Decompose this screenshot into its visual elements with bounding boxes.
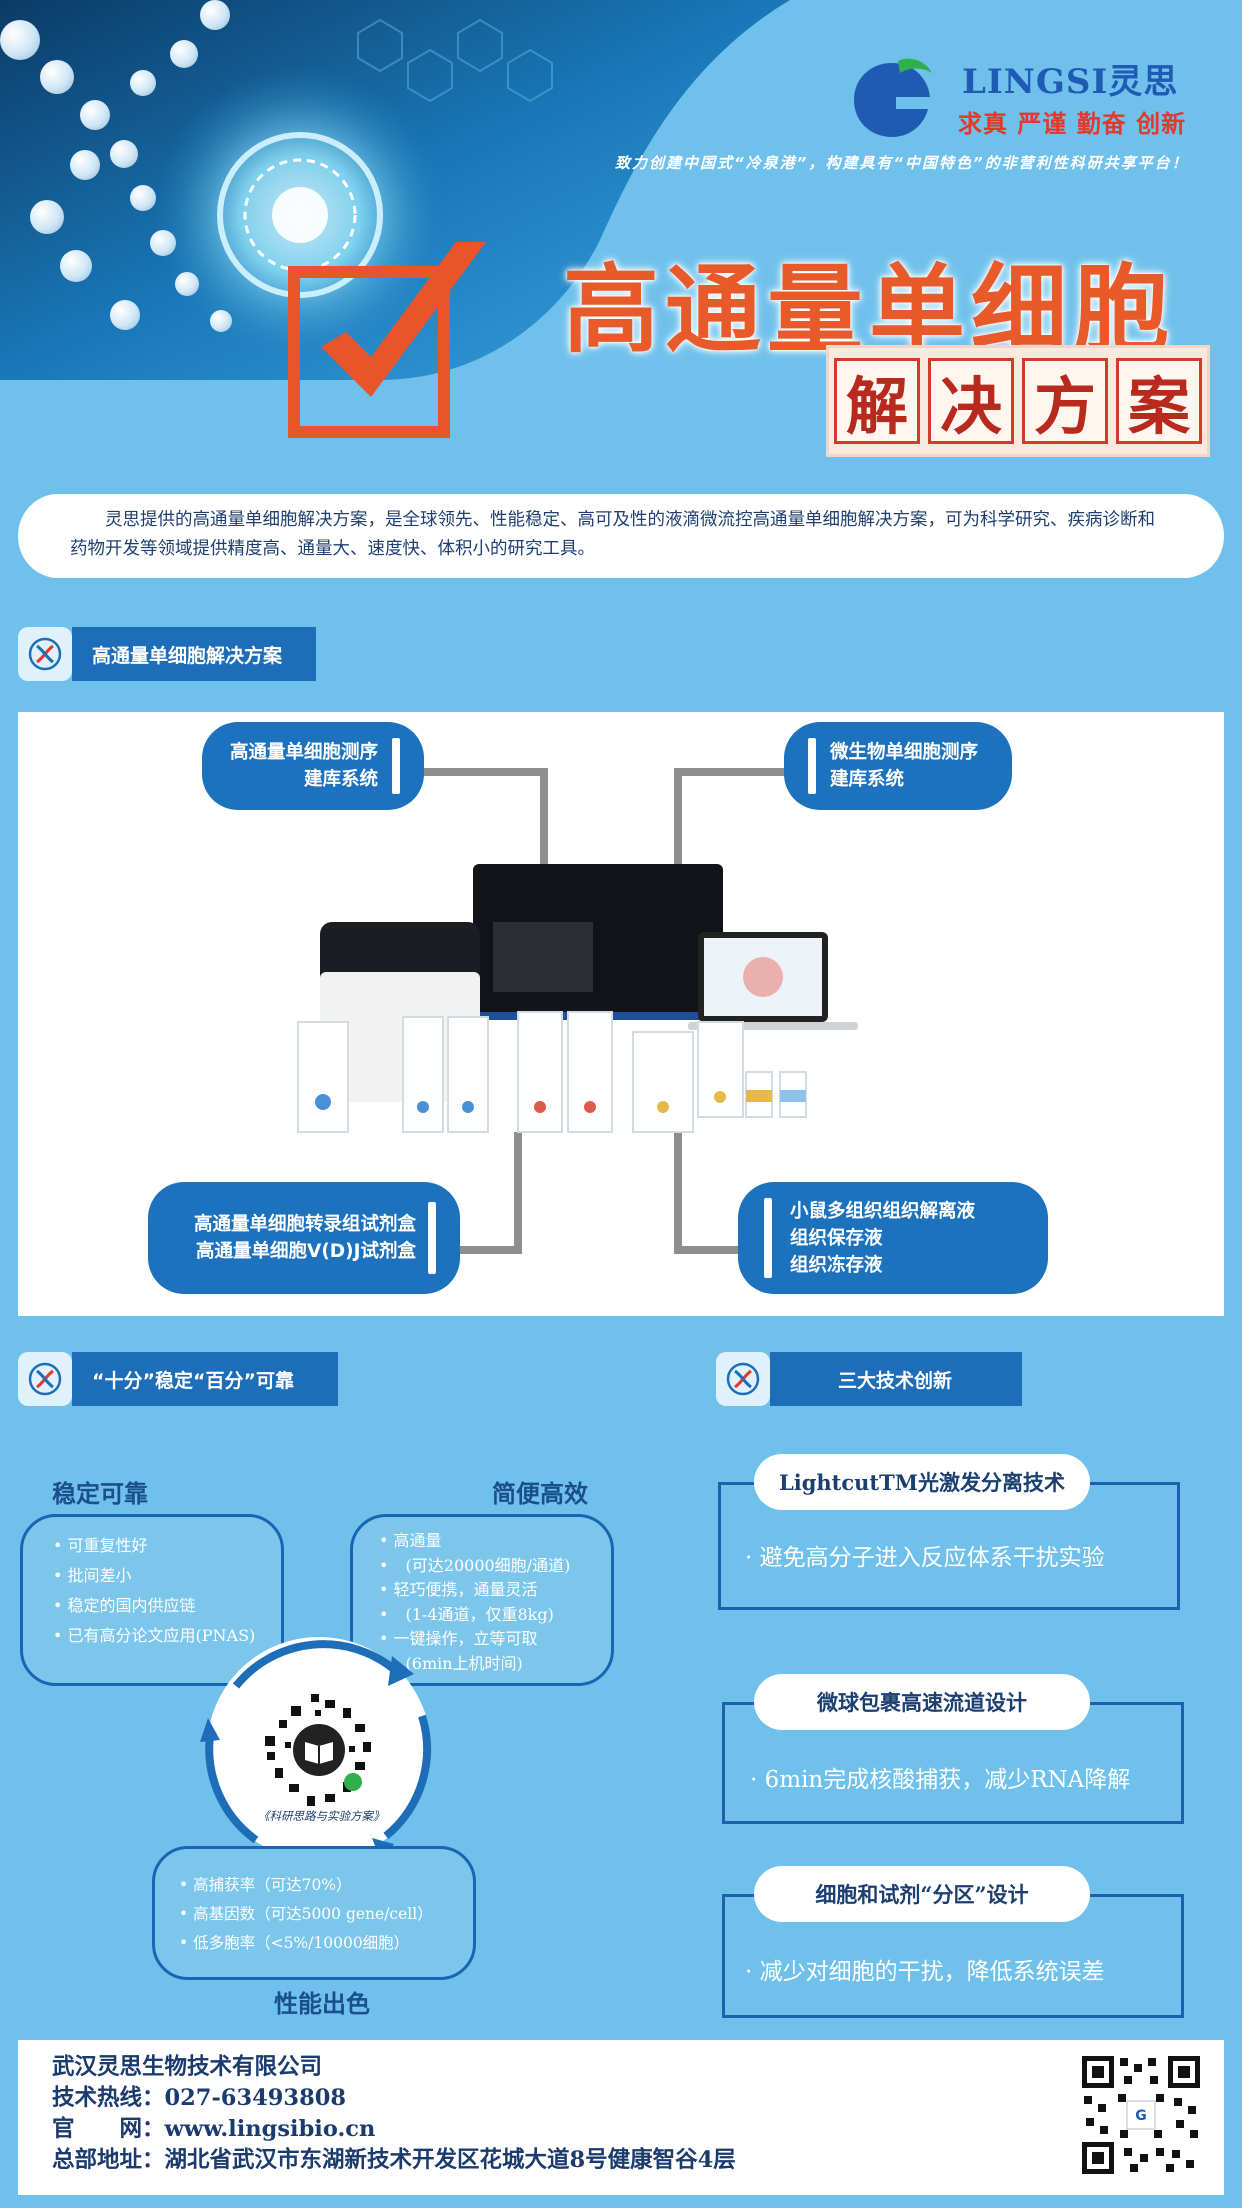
brand-name: LINGSI灵思 [962,62,1179,102]
section-label: 三大技术创新 [770,1352,1022,1406]
dna-icon [726,1362,760,1396]
innovation-desc-1: · 避免高分子进入反应体系干扰实验 [745,1545,1105,1571]
callout-line: 组织冻存液 [790,1254,883,1276]
feature-item: 可重复性好 [53,1531,281,1561]
feature-item: 一键操作，立等可取 [379,1627,611,1652]
feature-box-performance: 高捕获率（可达70%） 高基因数（可达5000 gene/cell） 低多胞率（… [152,1846,476,1980]
hero-banner [0,0,1242,470]
callout-microbial-system: 微生物单细胞测序 建库系统 [784,722,1012,810]
section-icon [18,1352,72,1406]
feature-item: 高基因数（可达5000 gene/cell） [179,1900,473,1929]
innovation-desc-3: · 减少对细胞的干扰，降低系统误差 [745,1959,1105,1985]
feature-item: 高捕获率（可达70%） [179,1871,473,1900]
brand-logo: LINGSI灵思 求真 严谨 勤奋 创新 [850,52,1210,147]
brand-mark-icon [854,58,932,137]
feature-box-reliable: 可重复性好 批间差小 稳定的国内供应链 已有高分论文应用(PNAS) [20,1514,284,1686]
subtitle-char: 案 [1116,358,1202,444]
website-link[interactable]: 官 网：www.lingsibio.cn [52,2116,376,2142]
callout-line: 高通量单细胞转录组试剂盒 [193,1214,416,1235]
subtitle-char: 方 [1022,358,1108,444]
feature-item: 稳定的国内供应链 [53,1591,281,1621]
callout-line: 建库系统 [830,769,905,790]
section-label: “十分”稳定“百分”可靠 [72,1352,338,1406]
innovation-title-3: 细胞和试剂“分区”设计 [754,1866,1090,1922]
callout-tissue-solutions: 小鼠多组织组织解离液 组织保存液 组织冻存液 [738,1182,1048,1294]
hotline: 技术热线：027-63493808 [52,2085,347,2111]
dna-icon [28,637,62,671]
callout-reagent-kits: 高通量单细胞转录组试剂盒 高通量单细胞V(D)J试剂盒 [148,1182,460,1294]
section-icon [716,1352,770,1406]
feature-item: 批间差小 [53,1561,281,1591]
product-panel: 高通量单细胞测序 建库系统 微生物单细胞测序 建库系统 高通量单细胞转录组试剂盒… [18,712,1224,1316]
innovation-title-2: 微球包裹高速流道设计 [754,1674,1090,1730]
subtitle-box: 解 决 方 案 [826,345,1210,457]
brand-motto: 求真 严谨 勤奋 创新 [958,110,1187,138]
footer: 武汉灵思生物技术有限公司 技术热线：027-63493808 官 网：www.l… [18,2040,1224,2195]
callout-line: 组织保存液 [790,1227,883,1249]
qr-caption: 《科研思路与实验方案》 [258,1809,385,1823]
feature-title-simple: 简便高效 [492,1479,588,1508]
feature-title-reliable: 稳定可靠 [52,1479,148,1508]
innovation-title-1: LightcutTM光激发分离技术 [754,1454,1090,1510]
subtitle-char: 解 [834,358,920,444]
intro-paragraph: 灵思提供的高通量单细胞解决方案，是全球领先、性能稳定、高可及性的液滴微流控高通量… [18,494,1224,578]
callout-line: 小鼠多组织组织解离液 [790,1200,976,1222]
product-illustration [297,864,858,1133]
innovation-desc-2: · 6min完成核酸捕获，减少RNA降解 [750,1767,1131,1793]
qr-code[interactable]: G [1080,2054,1202,2176]
qr-code-mini-program[interactable] [255,1686,383,1814]
checkmark-icon [288,242,486,438]
feature-item: 已有高分论文应用(PNAS) [53,1621,281,1651]
section-header-stability: “十分”稳定“百分”可靠 [18,1352,338,1406]
section-icon [18,627,72,681]
mini-program-qr-icon [265,1694,371,1806]
feature-item-detail: (6min上机时间) [379,1652,611,1677]
callout-sequencing-system: 高通量单细胞测序 建库系统 [202,722,424,810]
brand-tagline: 致力创建中国式“冷泉港”，构建具有“中国特色”的非营利性科研共享平台！ [615,154,1189,172]
feature-item: 轻巧便携，通量灵活 [379,1578,611,1603]
section-header-solution: 高通量单细胞解决方案 [18,627,316,681]
callout-line: 微生物单细胞测序 [830,742,979,763]
feature-item: 高通量 [379,1529,611,1554]
callout-line: 建库系统 [303,769,378,790]
feature-item: 低多胞率（<5%/10000细胞） [179,1929,473,1958]
feature-title-performance: 性能出色 [274,1989,370,2018]
company-name: 武汉灵思生物技术有限公司 [52,2054,323,2080]
callout-line: 高通量单细胞V(D)J试剂盒 [196,1241,416,1262]
section-label: 高通量单细胞解决方案 [72,627,316,681]
dna-icon [28,1362,62,1396]
callout-line: 高通量单细胞测序 [229,742,378,763]
contact-block: 武汉灵思生物技术有限公司 技术热线：027-63493808 官 网：www.l… [52,2052,736,2176]
section-header-innovation: 三大技术创新 [716,1352,1022,1406]
feature-box-simple: 高通量 (可达20000细胞/通道) 轻巧便携，通量灵活 (1-4通道，仅重8k… [350,1514,614,1686]
svg-text:G: G [1135,2108,1147,2124]
feature-item-detail: (可达20000细胞/通道) [379,1554,611,1579]
address: 总部地址：湖北省武汉市东湖新技术开发区花城大道8号健康智谷4层 [52,2147,736,2173]
feature-item-detail: (1-4通道，仅重8kg) [379,1603,611,1628]
subtitle-char: 决 [928,358,1014,444]
